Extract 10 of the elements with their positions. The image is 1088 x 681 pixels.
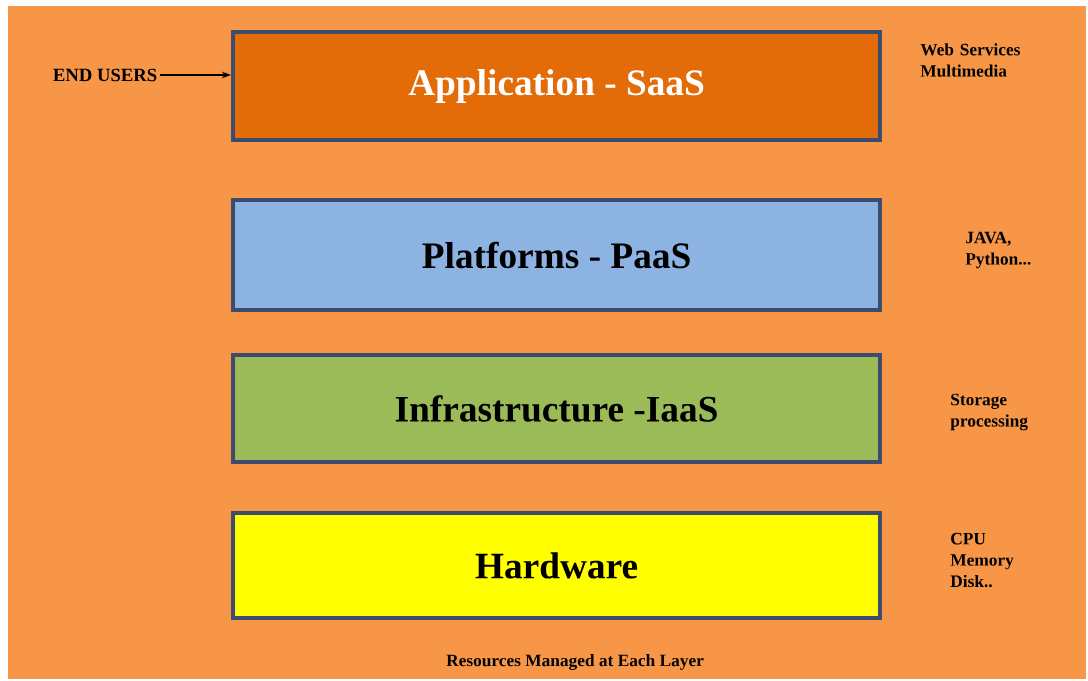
layer-box: Infrastructure -IaaS [231,353,882,464]
side-note: CPU Memory Disk.. [950,532,1014,588]
actor-label: END USERS [53,68,157,82]
layer-box: Application - SaaS [231,30,882,142]
side-note: JAVA, Python... [965,231,1031,269]
layer-box: Hardware [231,510,882,621]
side-note: Web Services Multimedia [920,43,1020,77]
layer-box: Platforms - PaaS [231,198,882,312]
caption: Resources Managed at Each Layer [446,654,704,670]
side-note: Storage processing [950,393,1028,431]
